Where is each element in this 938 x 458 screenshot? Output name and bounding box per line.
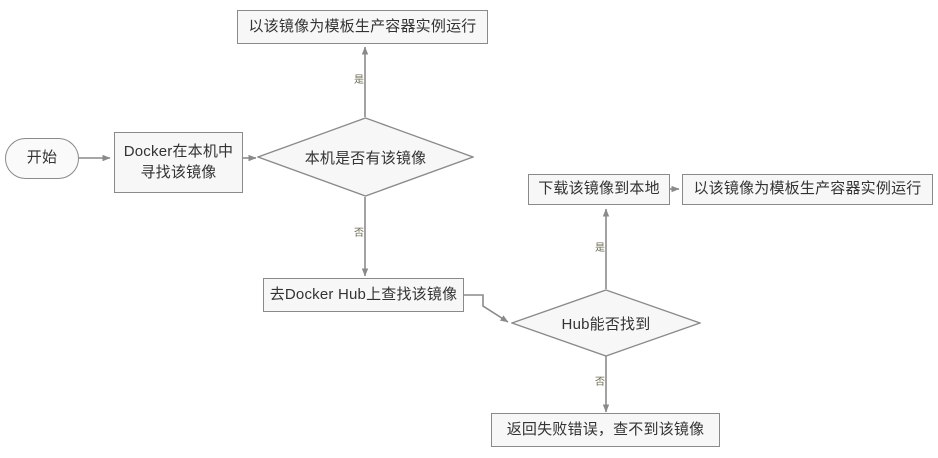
node-hub-found-decision[interactable]: Hub能否找到 [511,289,701,357]
node-download[interactable]: 下载该镜像到本地 [528,174,670,205]
node-search-hub[interactable]: 去Docker Hub上查找该镜像 [263,278,464,312]
node-fail[interactable]: 返回失败错误，查不到该镜像 [491,413,720,447]
edge-label-hub-yes: 是 [595,243,605,254]
node-run-local-label: 以该镜像为模板生产容器实例运行 [248,17,477,35]
edge-search-hub-to-hub-decision [464,294,509,323]
node-run-pulled-label: 以该镜像为模板生产容器实例运行 [693,180,922,198]
diamond-shape [511,289,701,357]
node-fail-label: 返回失败错误，查不到该镜像 [506,420,705,438]
edge-label-has-local-no: 否 [354,228,364,239]
node-search-hub-label: 去Docker Hub上查找该镜像 [269,285,458,303]
edge-label-has-local-yes: 是 [354,75,364,86]
node-has-local-decision[interactable]: 本机是否有该镜像 [257,117,474,197]
node-run-local[interactable]: 以该镜像为模板生产容器实例运行 [237,10,488,44]
node-start[interactable]: 开始 [5,138,79,179]
node-run-pulled[interactable]: 以该镜像为模板生产容器实例运行 [682,174,933,205]
node-download-label: 下载该镜像到本地 [538,180,660,198]
diamond-shape [257,117,474,197]
edge-label-hub-no: 否 [595,377,605,388]
node-search-local-label: Docker在本机中 寻找该镜像 [123,143,234,181]
node-search-local[interactable]: Docker在本机中 寻找该镜像 [114,132,243,193]
node-start-label: 开始 [26,149,58,167]
